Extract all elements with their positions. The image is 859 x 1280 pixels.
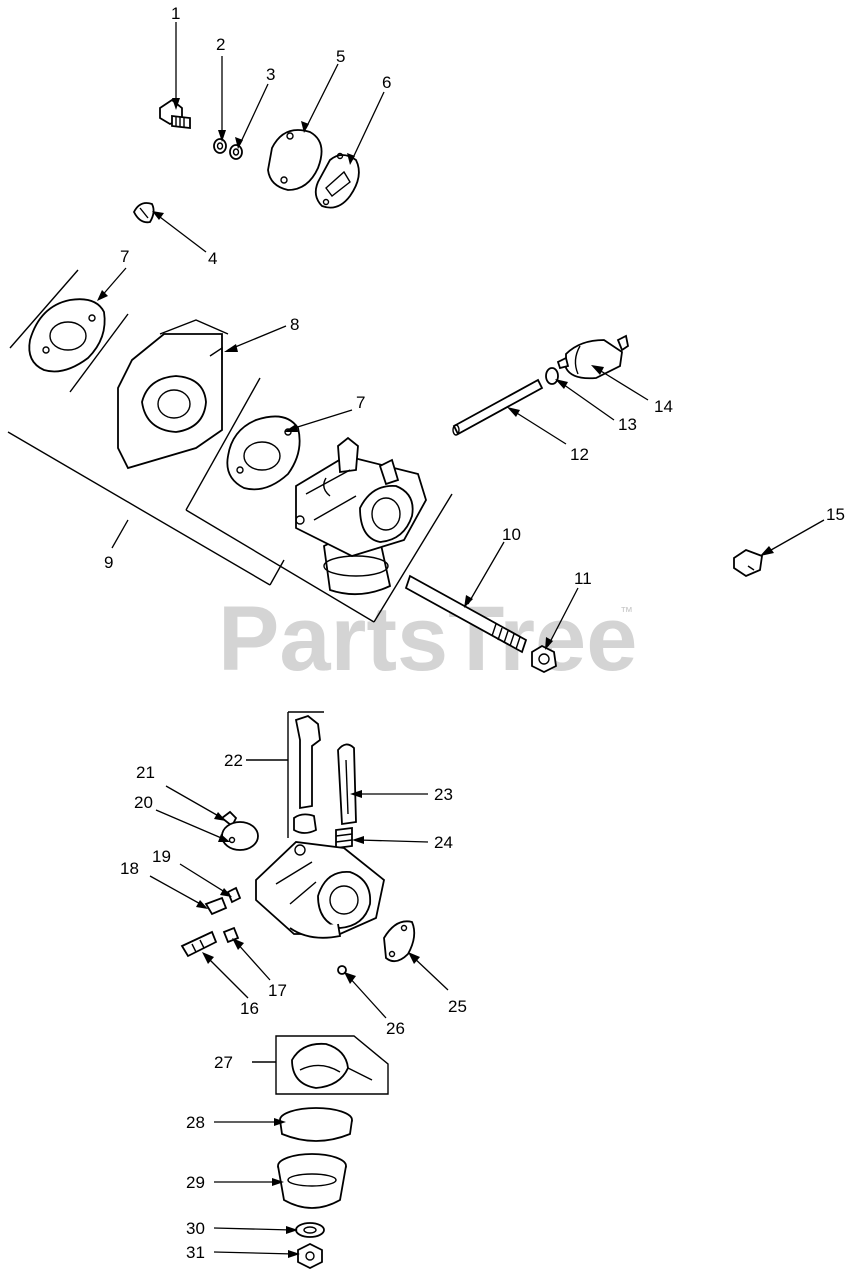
part-8-adapter[interactable] xyxy=(117,319,229,470)
callout-23[interactable]: 23 xyxy=(434,785,453,804)
callout-27[interactable]: 27 xyxy=(214,1053,233,1072)
callout-4[interactable]: 4 xyxy=(208,249,217,268)
part-15-clip[interactable] xyxy=(733,548,763,578)
part-30-washer[interactable] xyxy=(295,1222,325,1238)
part-7-gasket-right[interactable] xyxy=(226,415,301,491)
callout-8[interactable]: 8 xyxy=(290,315,299,334)
part-12-fuel-line[interactable] xyxy=(452,378,544,436)
callout-28[interactable]: 28 xyxy=(186,1113,205,1132)
callout-5[interactable]: 5 xyxy=(336,47,345,66)
group-22-box xyxy=(246,711,324,838)
part-11-nut[interactable] xyxy=(531,644,557,674)
part-10-stud[interactable] xyxy=(404,574,528,654)
part-29-float-bowl[interactable] xyxy=(277,1153,347,1209)
part-14-fuel-filter[interactable] xyxy=(556,334,630,380)
part-13-clamp[interactable] xyxy=(545,367,559,385)
group-27-box xyxy=(252,1035,389,1095)
callout-3[interactable]: 3 xyxy=(266,65,275,84)
part-22-float-pin-shaft[interactable] xyxy=(293,714,321,834)
callout-20[interactable]: 20 xyxy=(134,793,153,812)
part-25-diaphragm[interactable] xyxy=(383,920,416,963)
part-6-gasket[interactable] xyxy=(314,152,360,209)
part-2-washer[interactable] xyxy=(213,138,227,154)
callout-22[interactable]: 22 xyxy=(224,751,243,770)
part-5-cover[interactable] xyxy=(267,129,323,191)
callout-29[interactable]: 29 xyxy=(186,1173,205,1192)
part-27-float[interactable] xyxy=(291,1042,373,1089)
part-24-spring[interactable] xyxy=(335,826,353,850)
callout-15[interactable]: 15 xyxy=(826,505,845,524)
callout-30[interactable]: 30 xyxy=(186,1219,205,1238)
callout-9[interactable]: 9 xyxy=(104,553,113,572)
callout-12[interactable]: 12 xyxy=(570,445,589,464)
watermark-text: PartsTree xyxy=(218,588,637,690)
callout-31[interactable]: 31 xyxy=(186,1243,205,1262)
part-20-plate[interactable] xyxy=(221,821,259,851)
callout-2[interactable]: 2 xyxy=(216,35,225,54)
callout-25[interactable]: 25 xyxy=(448,997,467,1016)
callout-17[interactable]: 17 xyxy=(268,981,287,1000)
callout-19[interactable]: 19 xyxy=(152,847,171,866)
part-18-screw[interactable] xyxy=(204,896,228,916)
callout-16[interactable]: 16 xyxy=(240,999,259,1018)
callout-7-right[interactable]: 7 xyxy=(356,393,365,412)
part-28-gasket-ring[interactable] xyxy=(279,1107,353,1142)
watermark-trademark: ™ xyxy=(620,604,633,619)
callout-labels: 1 2 3 4 5 6 7 7 8 9 10 11 12 13 14 15 16… xyxy=(104,4,845,1262)
callout-14[interactable]: 14 xyxy=(654,397,673,416)
part-19-spring[interactable] xyxy=(226,886,242,904)
leader-lines xyxy=(97,22,825,1258)
callout-1[interactable]: 1 xyxy=(171,4,180,23)
carburetor-lower-body[interactable] xyxy=(255,841,385,939)
part-7-gasket-left[interactable] xyxy=(28,298,106,373)
callout-6[interactable]: 6 xyxy=(382,73,391,92)
group-9-bracket-lines xyxy=(7,269,453,623)
callout-18[interactable]: 18 xyxy=(120,859,139,878)
carburetor-upper[interactable] xyxy=(295,436,427,596)
part-4-cap[interactable] xyxy=(132,202,155,224)
part-17-spring[interactable] xyxy=(222,926,240,944)
callout-21[interactable]: 21 xyxy=(136,763,155,782)
part-16-screw[interactable] xyxy=(180,930,218,958)
part-31-nut[interactable] xyxy=(297,1242,323,1270)
callout-10[interactable]: 10 xyxy=(502,525,521,544)
part-23-needle[interactable] xyxy=(337,743,357,826)
callout-26[interactable]: 26 xyxy=(386,1019,405,1038)
callout-24[interactable]: 24 xyxy=(434,833,453,852)
callout-11[interactable]: 11 xyxy=(574,569,592,588)
callout-13[interactable]: 13 xyxy=(618,415,637,434)
callout-7-left[interactable]: 7 xyxy=(120,247,129,266)
part-3-washer[interactable] xyxy=(229,144,243,160)
